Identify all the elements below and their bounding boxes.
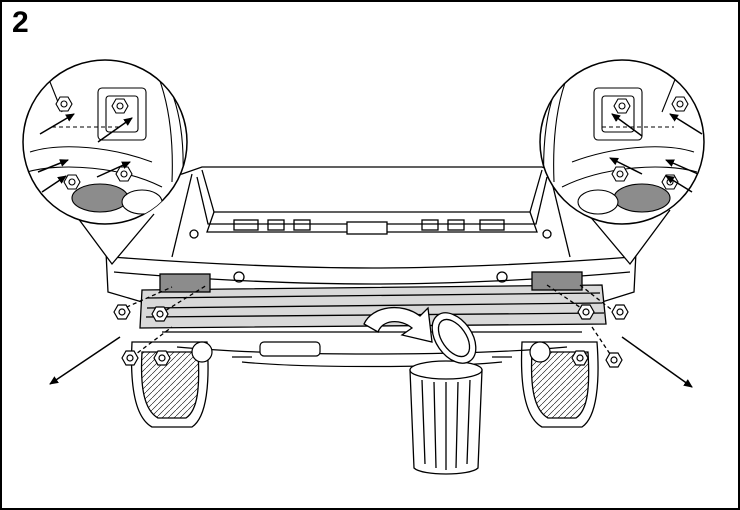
bolt-icon	[115, 166, 133, 182]
bolt-icon	[153, 350, 171, 366]
bolt-icon	[113, 304, 131, 320]
arrow-right-icon	[621, 336, 693, 388]
rear-bumper-reinforcement-beam	[119, 271, 615, 361]
bolt-icon	[605, 352, 623, 368]
bolt-icon	[611, 304, 629, 320]
bolt-icon	[55, 96, 73, 112]
bolt-icon	[577, 304, 595, 320]
mounting-bolt-icons	[113, 304, 629, 368]
bolt-icon	[151, 306, 169, 322]
bolt-icon	[671, 96, 689, 112]
discard-arrow-icon	[363, 306, 433, 343]
bolt-icon	[613, 98, 631, 114]
bolt-icon	[571, 350, 589, 366]
bolt-icon	[63, 174, 81, 190]
underbody	[162, 331, 582, 368]
bolt-icon	[121, 350, 139, 366]
vehicle-rear-view	[105, 166, 637, 303]
trash-bin-icon	[409, 312, 483, 475]
direction-arrows	[49, 336, 693, 388]
arrow-left-icon	[49, 336, 121, 385]
rear-wheel-left	[130, 341, 209, 428]
detail-circle-right	[539, 59, 705, 266]
bolt-icon	[611, 166, 629, 182]
step-number: 2	[12, 6, 29, 39]
bolt-icon	[111, 98, 129, 114]
